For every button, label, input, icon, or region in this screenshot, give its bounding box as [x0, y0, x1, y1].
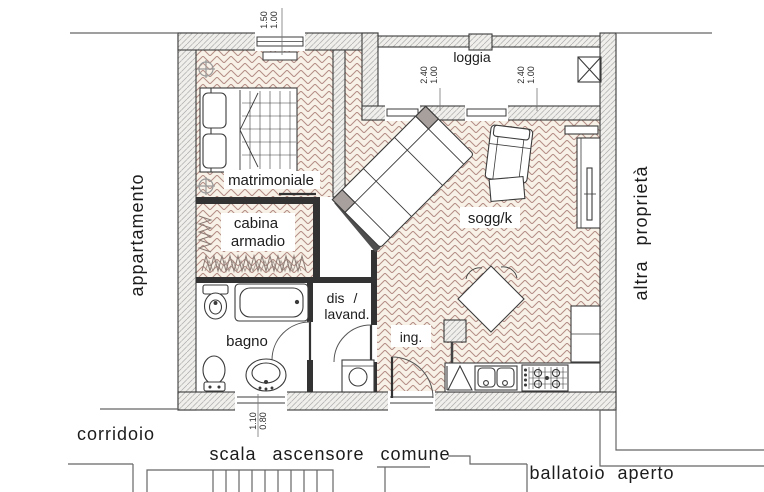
hanger-column	[197, 215, 213, 253]
bedroom	[199, 87, 298, 173]
entry-pillar	[443, 319, 467, 343]
label-corridoio: corridoio	[77, 424, 155, 444]
stairs-treads	[212, 470, 318, 492]
loggia-door-left-frame	[386, 108, 419, 117]
bedroom-window-sill	[262, 51, 298, 61]
closet-right-wall	[313, 204, 320, 277]
bath-window-gap	[235, 391, 287, 411]
entry-threshold	[390, 396, 433, 404]
label-cabina: cabina	[234, 215, 279, 232]
loggia-pillar	[468, 33, 493, 51]
dim-loggia-right-h: 2.40	[516, 66, 526, 84]
pillow-bottom	[202, 133, 227, 169]
dimensions: 1.00 1.50 1.00 2.40 1.00 2.40 0.80 1.10	[248, 8, 538, 437]
bedroom-right-wall	[332, 49, 346, 198]
label-armadio: armadio	[231, 233, 285, 250]
dim-loggia-right-w: 1.00	[526, 66, 536, 84]
sofa	[331, 105, 474, 248]
bath-right-wall-upper	[307, 283, 313, 322]
elevator-edge	[377, 466, 430, 492]
bidet-icon	[202, 355, 226, 392]
hanger-row-2	[204, 259, 302, 273]
label-appartamento: appartamento	[127, 173, 147, 296]
living-room	[331, 105, 601, 363]
label-scala-ascensore: scala ascensore comune	[209, 444, 450, 464]
label-altra-proprieta: altra proprietà	[631, 165, 651, 300]
doors	[271, 192, 434, 399]
bath-top-wall	[196, 277, 377, 283]
dis-right-wall-upper	[371, 250, 377, 325]
dim-loggia-left-h: 2.40	[419, 66, 429, 84]
context-labels: appartamento altra proprietà corridoio s…	[77, 165, 674, 483]
entry-door-arc	[391, 356, 434, 399]
stove-icon	[521, 364, 569, 392]
dim-top-w: 1.00	[269, 11, 279, 29]
blanket-grid-h	[242, 102, 296, 156]
shaft-x-box	[577, 56, 602, 83]
bathtub-icon	[234, 283, 309, 322]
bath-right-wall-lower	[307, 360, 313, 392]
label-ballatoio: ballatoio aperto	[529, 463, 674, 483]
bedroom-partition	[196, 197, 320, 204]
label-boxes	[221, 171, 520, 347]
room-labels: loggia matrimoniale cabina armadio bagno…	[226, 49, 512, 350]
wall-openings	[235, 32, 508, 411]
floor-strip	[345, 50, 362, 120]
right-wall	[599, 32, 617, 411]
dining-table	[457, 265, 525, 333]
loggia	[577, 56, 602, 83]
kitchen-sink-icon	[474, 365, 518, 391]
washbasin-icon	[245, 358, 287, 392]
landing-edge	[448, 455, 528, 492]
dim-top-h: 1.50	[259, 11, 269, 29]
shaft-x-lines	[577, 56, 602, 83]
stairs-outline	[146, 469, 334, 492]
label-lavand: lavand.	[324, 306, 369, 322]
washing-machine-icon	[341, 359, 375, 393]
blanket-grid-v	[249, 91, 291, 169]
chair-arcs	[465, 266, 518, 280]
context-balcony-inner	[615, 410, 764, 451]
bath-window-lines	[237, 396, 285, 404]
label-matrimoniale: matrimoniale	[228, 172, 314, 189]
kitchen-counter	[444, 362, 601, 393]
entry-gap	[388, 391, 435, 411]
context-balcony-outer	[599, 410, 764, 467]
dis-door-arc	[333, 324, 372, 363]
ceiling-lights	[197, 60, 215, 195]
loggia-door-right-frame	[466, 108, 507, 117]
bathroom	[202, 283, 375, 393]
label-bagno: bagno	[226, 333, 268, 350]
counter-corner-unit	[446, 364, 473, 391]
pillow-top	[202, 92, 227, 129]
label-dis: dis /	[327, 290, 358, 306]
dim-loggia-left-w: 1.00	[429, 66, 439, 84]
armchair	[484, 124, 534, 184]
tv-sideboard	[564, 125, 601, 363]
bath-door-arc	[271, 321, 311, 361]
corridor-edge	[68, 463, 134, 492]
label-loggia: loggia	[453, 49, 491, 65]
sheet-fold	[239, 90, 259, 170]
ceiling-light-icon	[197, 60, 215, 78]
ceiling-light-icon	[197, 177, 215, 195]
dim-bottom-h: 1.10	[248, 412, 258, 430]
left-wall	[177, 32, 197, 411]
wall-shelf	[564, 125, 599, 135]
hall-area	[320, 204, 377, 277]
context-lines	[68, 32, 764, 492]
closet-hangers	[197, 215, 307, 273]
pouf	[488, 175, 526, 203]
label-soggiorno: sogg/k	[468, 210, 513, 227]
toilet-icon	[202, 284, 229, 320]
dim-bottom-w: 0.80	[258, 412, 268, 430]
label-ingresso: ing.	[400, 329, 423, 345]
